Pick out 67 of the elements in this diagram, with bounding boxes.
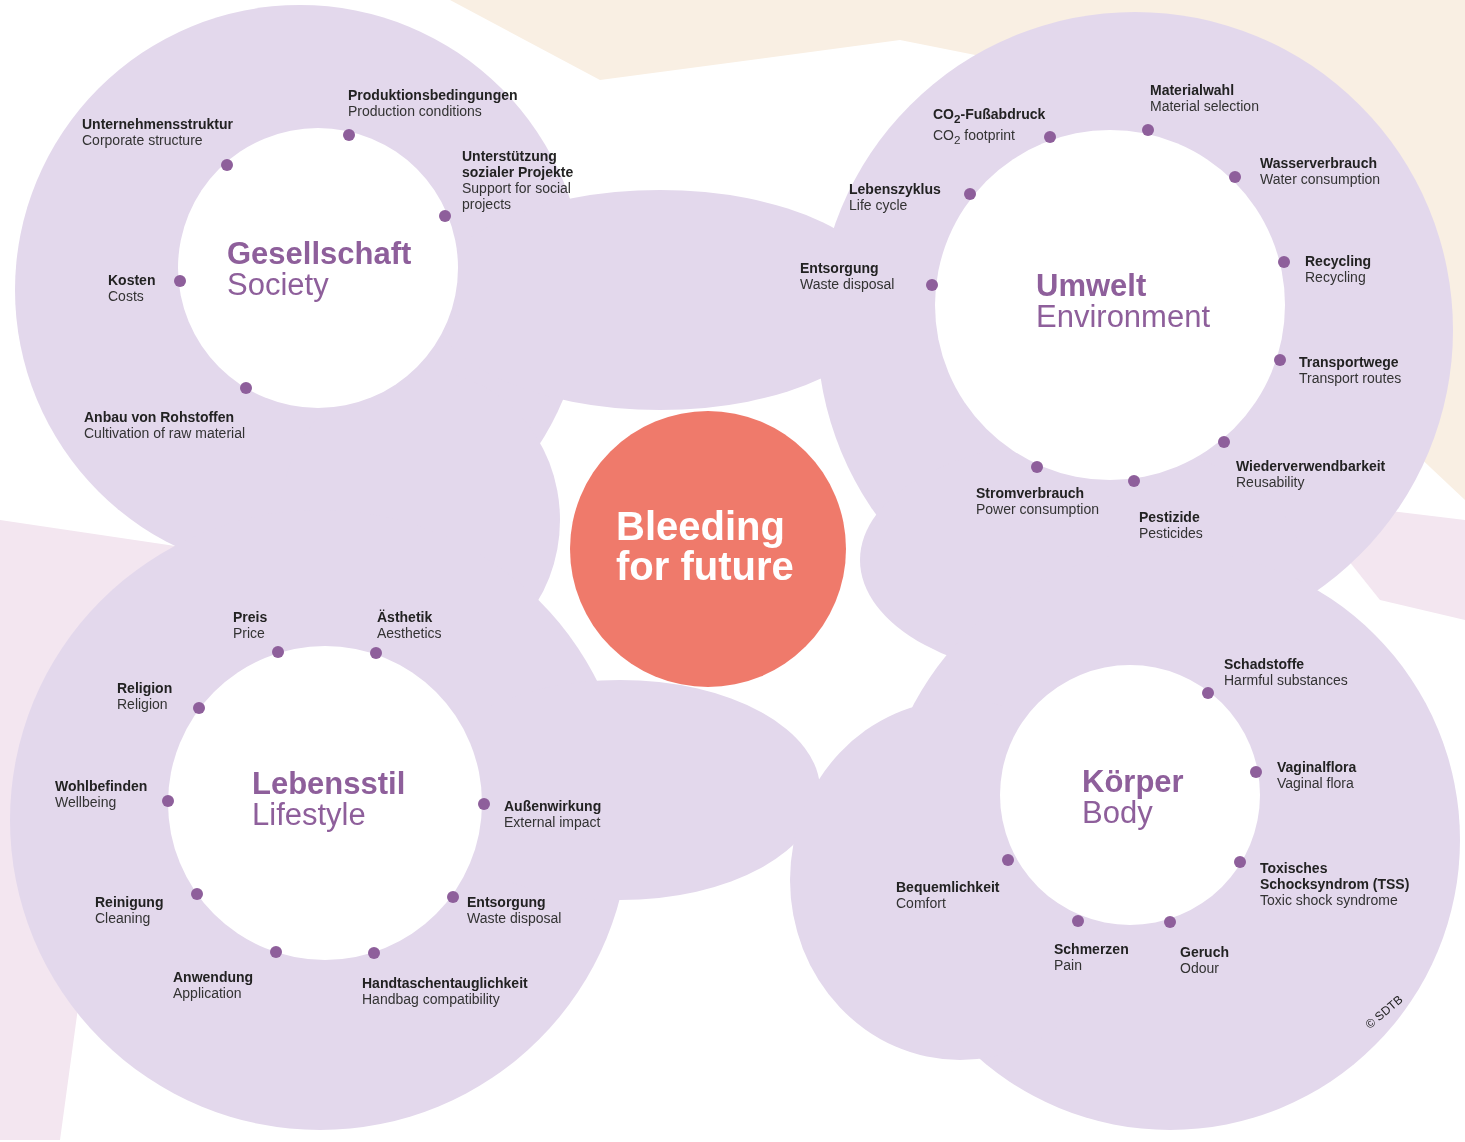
translation-label: Corporate structure xyxy=(82,132,204,148)
translation-label: Pain xyxy=(1054,957,1084,973)
term-label: Entsorgung xyxy=(800,260,880,276)
translation-label: Material selection xyxy=(1150,98,1259,114)
translation-label: Pesticides xyxy=(1139,525,1203,541)
term-label: Transportwege xyxy=(1299,354,1400,370)
term-label: Toxisches Schocksyndrom (TSS) xyxy=(1260,860,1411,892)
term-label: Bequemlichkeit xyxy=(896,879,1000,895)
topic-title: Umwelt xyxy=(1036,270,1147,301)
translation-label: Price xyxy=(233,625,266,641)
translation-label: Transport routes xyxy=(1299,370,1402,386)
term-label: Produktionsbedingungen xyxy=(348,87,518,103)
translation-label: Odour xyxy=(1180,960,1220,976)
translation-label: Religion xyxy=(117,696,169,712)
translation-label: Application xyxy=(173,985,243,1001)
translation-label: Cultivation of raw material xyxy=(84,425,246,441)
translation-label: Reusability xyxy=(1236,474,1306,490)
term-label: CO$_{2}$-Fußabdruck xyxy=(933,106,1046,127)
term-label: Wasserverbrauch xyxy=(1260,155,1378,171)
translation-label: Life cycle xyxy=(849,197,909,213)
term-label: Ästhetik xyxy=(377,609,434,625)
term-label: Wiederverwendbarkeit xyxy=(1236,458,1386,474)
term-label: Pestizide xyxy=(1139,509,1201,525)
term-label: Geruch xyxy=(1180,944,1229,960)
term-label: Schmerzen xyxy=(1054,941,1129,957)
term-label: Lebenszyklus xyxy=(849,181,941,197)
term-label: Wohlbefinden xyxy=(55,778,148,794)
term-label: Unterstützung sozialer Projekte xyxy=(462,148,575,180)
translation-label: Cleaning xyxy=(95,910,152,926)
term-label: Anbau von Rohstoffen xyxy=(84,409,236,425)
term-label: Materialwahl xyxy=(1150,82,1236,98)
translation-label: Support for social projects xyxy=(462,180,572,212)
translation-label: Costs xyxy=(108,288,145,304)
translation-label: Recycling xyxy=(1305,269,1367,285)
translation-label: Production conditions xyxy=(348,103,483,119)
term-label: Unternehmensstruktur xyxy=(82,116,233,132)
topic-subtitle: Environment xyxy=(1036,301,1211,332)
term-label: Vaginalflora xyxy=(1277,759,1357,775)
translation-label: CO$_{2}$ footprint xyxy=(933,126,1016,148)
translation-label: Harmful substances xyxy=(1224,672,1348,688)
translation-label: Wellbeing xyxy=(55,794,118,810)
topic-subtitle: Lifestyle xyxy=(252,799,366,830)
translation-label: Waste disposal xyxy=(800,276,895,292)
translation-label: Waste disposal xyxy=(467,910,562,926)
term-label: Reinigung xyxy=(95,894,164,910)
term-label: Außenwirkung xyxy=(504,798,602,814)
translation-label: Handbag compatibility xyxy=(362,991,501,1007)
term-label: Religion xyxy=(117,680,173,696)
translation-label: Vaginal flora xyxy=(1277,775,1355,791)
translation-label: Toxic shock syndrome xyxy=(1260,892,1399,908)
topic-title: Gesellschaft xyxy=(227,238,412,269)
term-label: Handtaschentauglichkeit xyxy=(362,975,528,991)
term-label: Stromverbrauch xyxy=(976,485,1086,501)
term-label: Anwendung xyxy=(173,969,254,985)
term-label: Entsorgung xyxy=(467,894,547,910)
term-label: Kosten xyxy=(108,272,156,288)
translation-label: Power consumption xyxy=(976,501,1099,517)
term-label: Recycling xyxy=(1305,253,1372,269)
topic-subtitle: Society xyxy=(227,269,329,300)
translation-label: Water consumption xyxy=(1260,171,1381,187)
term-label: Schadstoffe xyxy=(1224,656,1306,672)
term-label: Preis xyxy=(233,609,268,625)
translation-label: Aesthetics xyxy=(377,625,442,641)
translation-label: External impact xyxy=(504,814,602,830)
topic-title: Lebensstil xyxy=(252,768,406,799)
translation-label: Comfort xyxy=(896,895,947,911)
center-title: Bleeding for future xyxy=(616,506,795,586)
